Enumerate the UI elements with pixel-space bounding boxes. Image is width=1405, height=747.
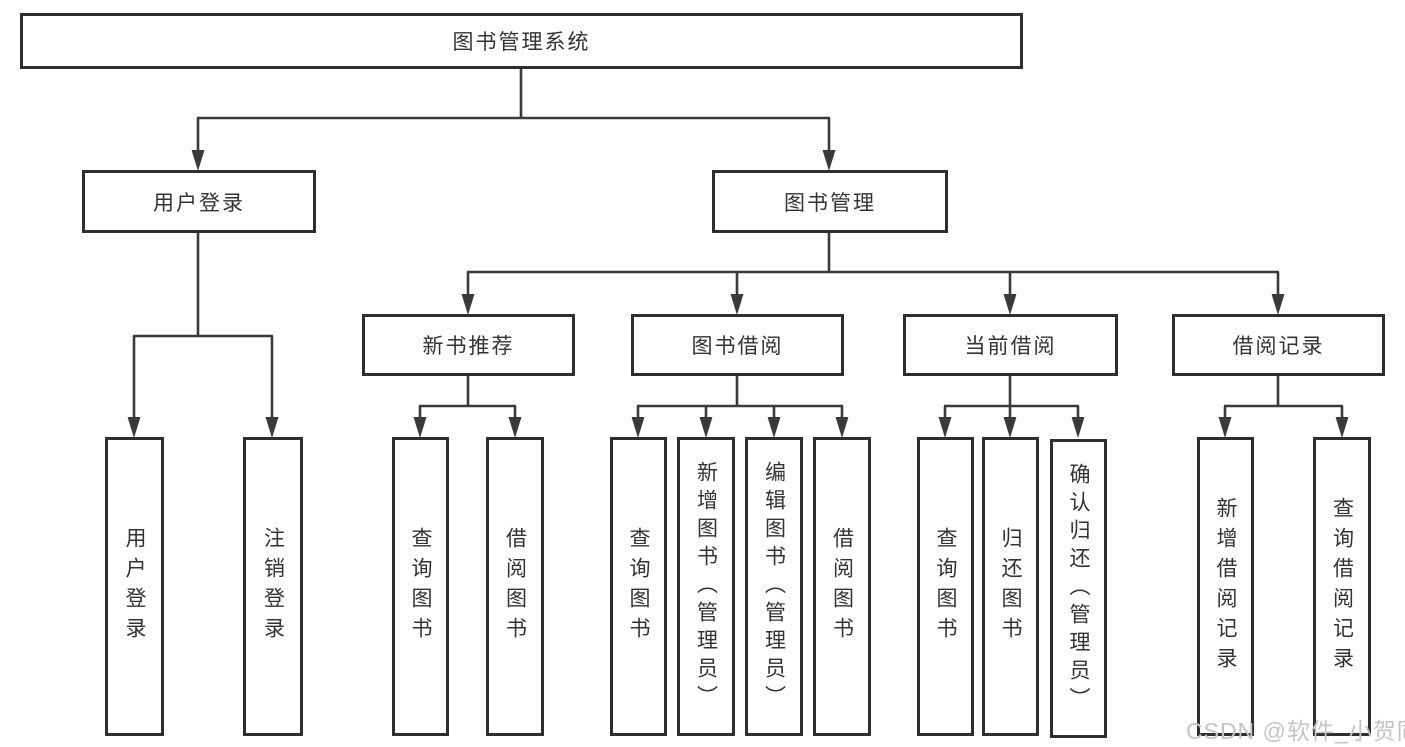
leaf-borrow-add-book-admin: 新增图书（管理员） <box>677 437 735 736</box>
leaf-record-query-borrow-record: 查询借阅记录 <box>1313 437 1371 736</box>
connector-bookmgmt-to-level3 <box>461 232 1285 315</box>
connector-root-to-level2 <box>191 68 836 171</box>
leaf-newbook-borrow-book: 借阅图书 <box>486 437 544 736</box>
leaf-current-confirm-return-admin: 确认归还（管理员） <box>1050 439 1107 738</box>
leaf-record-add-borrow-record: 新增借阅记录 <box>1197 437 1254 736</box>
leaf-user-login: 用户登录 <box>105 437 164 736</box>
leaf-logout: 注销登录 <box>243 437 303 736</box>
watermark: CSDN @软件_小贺同学 <box>1186 718 1405 744</box>
leaf-borrow-borrow-book: 借阅图书 <box>813 437 871 736</box>
node-new-book-recommend: 新书推荐 <box>362 314 575 376</box>
leaf-newbook-query-book: 查询图书 <box>392 437 449 736</box>
node-borrow-record: 借阅记录 <box>1172 314 1385 376</box>
connector-record-to-leaves <box>1218 375 1349 438</box>
leaf-borrow-edit-book-admin: 编辑图书（管理员） <box>745 437 803 736</box>
connector-userlogin-to-leaves <box>127 232 279 438</box>
connector-borrow-to-leaves <box>631 375 849 438</box>
node-book-borrow: 图书借阅 <box>631 314 844 376</box>
node-book-management: 图书管理 <box>712 170 948 233</box>
node-user-login: 用户登录 <box>82 170 316 233</box>
node-current-borrow: 当前借阅 <box>903 314 1118 376</box>
node-root: 图书管理系统 <box>20 13 1023 69</box>
leaf-current-return-book: 归还图书 <box>982 437 1039 736</box>
connector-current-to-leaves <box>938 375 1085 438</box>
leaf-borrow-query-book: 查询图书 <box>610 437 667 736</box>
leaf-current-query-book: 查询图书 <box>917 437 974 736</box>
connector-newbook-to-leaves <box>413 375 522 438</box>
